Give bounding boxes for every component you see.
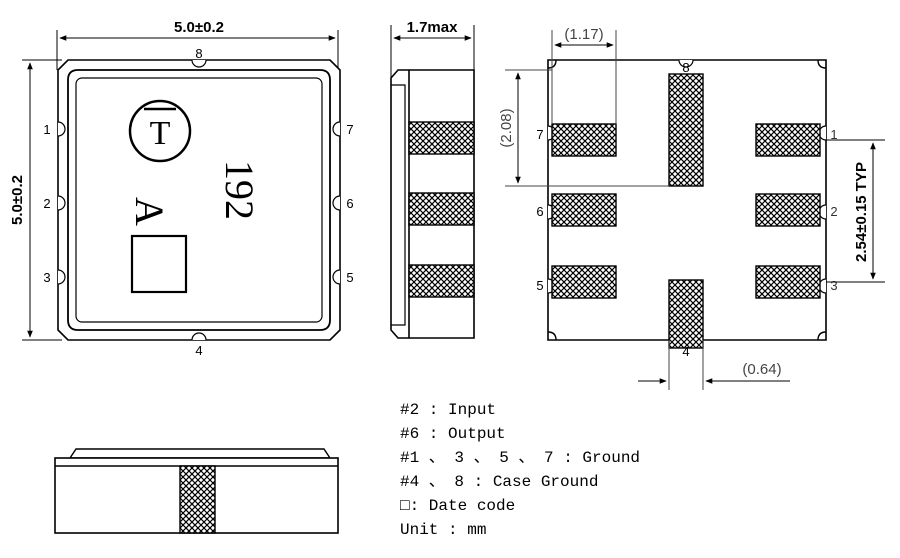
pitch-dim: 2.54±0.15 TYP xyxy=(853,162,870,262)
top-view: 5.0±0.2 5.0±0.2 1 2 3 4 5 6 7 8 xyxy=(9,19,354,358)
pad-7 xyxy=(551,123,617,157)
pad-pitch-top-dim: (2.08) xyxy=(498,108,515,147)
part-code: 192 xyxy=(217,160,262,220)
top-pin-label: 4 xyxy=(195,343,202,358)
pad-pin-label: 4 xyxy=(682,344,689,359)
notch-4 xyxy=(191,332,207,341)
legend-line: #1 、 3 、 5 、 7 : Ground xyxy=(400,449,641,467)
top-height-dim: 5.0±0.2 xyxy=(9,175,26,225)
pad-pin-label: 7 xyxy=(536,127,543,142)
pad-pin-label: 5 xyxy=(536,278,543,293)
pad-1 xyxy=(755,123,821,157)
marking-letter: A xyxy=(127,197,172,226)
top-width-dim: 5.0±0.2 xyxy=(174,19,224,36)
legend-line: #4 、 8 : Case Ground xyxy=(400,473,599,491)
notch-7 xyxy=(332,121,341,137)
top-pin-label: 1 xyxy=(43,122,50,137)
notch-2 xyxy=(57,195,66,211)
notch-6 xyxy=(332,195,341,211)
side-terminal xyxy=(408,264,475,298)
pin-legend: #2 : Input #6 : Output #1 、 3 、 5 、 7 : … xyxy=(400,398,640,542)
notch-5 xyxy=(332,269,341,285)
front-view xyxy=(54,448,339,534)
pad-pin-label: 8 xyxy=(682,60,689,75)
pad-pin-label: 2 xyxy=(830,204,837,219)
pad-4 xyxy=(668,279,704,349)
legend-line: □: Date code xyxy=(400,497,516,515)
top-pin-label: 6 xyxy=(346,196,353,211)
legend-line: #2 : Input xyxy=(400,401,497,419)
top-pin-label: 2 xyxy=(43,196,50,211)
front-terminal xyxy=(179,465,216,534)
pad-6 xyxy=(551,193,617,227)
pad-5 xyxy=(551,265,617,299)
side-terminal xyxy=(408,121,475,155)
pad-width-dim: (1.17) xyxy=(564,26,603,43)
notch-3 xyxy=(57,269,66,285)
top-pin-label: 3 xyxy=(43,270,50,285)
pad-pin-label: 1 xyxy=(830,127,837,142)
pad-view: 7 6 5 1 2 3 8 4 (1.17) (2.08) 2.54±0.15 … xyxy=(498,26,885,390)
date-code-box xyxy=(130,234,188,294)
pad-3 xyxy=(755,265,821,299)
pad-8 xyxy=(668,73,704,187)
legend-line: #6 : Output xyxy=(400,425,506,443)
top-pin-label: 7 xyxy=(346,122,353,137)
top-pin-label: 5 xyxy=(346,270,353,285)
logo-circle xyxy=(128,99,192,163)
notch-1 xyxy=(57,121,66,137)
legend-line: Unit : mm xyxy=(400,521,487,539)
pad-pin-label: 3 xyxy=(830,278,837,293)
logo-letter: T xyxy=(150,115,171,152)
side-terminal xyxy=(408,192,475,226)
notch-8 xyxy=(191,59,207,68)
side-height-dim: 1.7max xyxy=(407,19,459,36)
pad-pin-label: 6 xyxy=(536,204,543,219)
top-pin-label: 8 xyxy=(195,46,202,61)
side-view: 1.7max xyxy=(390,19,475,339)
pad-2 xyxy=(755,193,821,227)
pad-small-dim: (0.64) xyxy=(742,361,781,378)
lid-outline xyxy=(67,69,331,331)
